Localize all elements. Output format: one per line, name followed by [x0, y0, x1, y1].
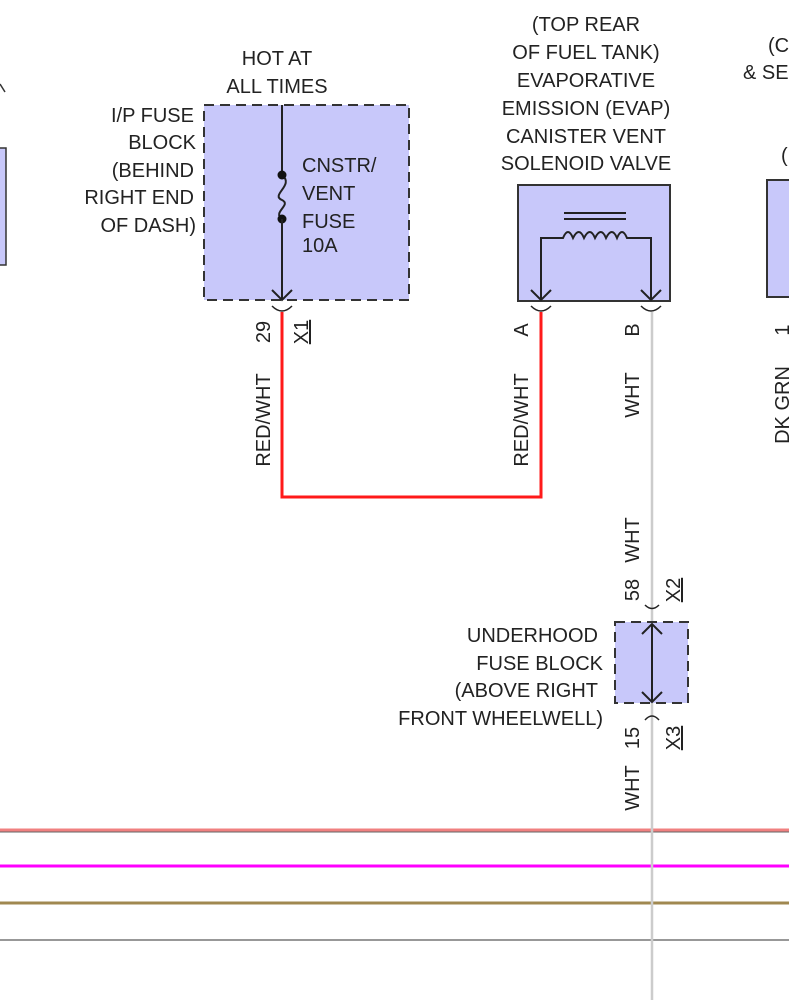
component-label: & SE — [743, 62, 789, 84]
component-label: FUSE BLOCK — [476, 653, 603, 675]
location-label: (BEHIND — [112, 160, 194, 182]
component-label: OF FUEL TANK) — [512, 42, 659, 64]
component-label: EVAPORATIVE — [517, 70, 655, 92]
connector-id: X2 — [663, 578, 685, 602]
component-label: (TOP REAR — [532, 14, 640, 36]
component-label: (ABOVE RIGHT — [455, 680, 598, 702]
ip-fuse-block-box — [203, 104, 410, 301]
location-label: BLOCK — [128, 132, 196, 154]
wire-color-label: WHT — [622, 765, 644, 811]
terminal-arrow-icon — [530, 289, 662, 302]
connector-id: X3 — [663, 726, 685, 750]
wire-color-label: RED/WHT — [511, 373, 533, 466]
wire-color-label: DK GRN — [772, 366, 789, 444]
pin-number: 58 — [622, 579, 644, 601]
supply-label-2: ALL TIMES — [226, 76, 327, 98]
component-label: (C — [768, 35, 789, 57]
pin-a: A — [511, 323, 533, 337]
fuse-label: CNSTR/ — [302, 155, 377, 177]
component-label: EMISSION (EVAP) — [502, 98, 671, 120]
ip-fuse-block: HOT AT ALL TIMES I/P FUSE BLOCK (BEHIND … — [84, 48, 410, 467]
right-partial-component: (C & SE ( 1 DK GRN — [743, 35, 789, 444]
fuse-label: VENT — [302, 183, 355, 205]
terminal-arrow-icon — [271, 289, 293, 302]
pin-number: 15 — [622, 727, 644, 749]
connector-icon — [644, 604, 660, 721]
underhood-fuse-block: UNDERHOOD FUSE BLOCK (ABOVE RIGHT FRONT … — [398, 517, 689, 811]
component-label: CANISTER VENT — [506, 126, 666, 148]
pin-number: 1 — [772, 324, 789, 335]
wire-color-label: WHT — [622, 372, 644, 418]
location-label: OF DASH) — [100, 215, 196, 237]
fuse-label: FUSE — [302, 211, 355, 233]
fuse-label: 10A — [302, 235, 338, 257]
wire-color-label: RED/WHT — [253, 373, 275, 466]
component-label: ( — [781, 145, 788, 167]
red-wht-wire — [280, 312, 543, 499]
connector-icon — [530, 305, 662, 312]
wire-color-label: WHT — [622, 517, 644, 563]
left-partial-component — [0, 147, 7, 266]
component-label: UNDERHOOD — [467, 625, 598, 647]
fuse-icon — [277, 174, 287, 220]
supply-label-1: HOT AT — [242, 48, 312, 70]
terminal-arrow-icon — [641, 622, 663, 704]
connector-icon — [271, 305, 293, 312]
left-partial-mark — [0, 83, 6, 93]
solenoid-box — [517, 184, 671, 302]
coil-icon — [540, 231, 652, 300]
location-label: I/P FUSE — [111, 105, 194, 127]
pin-number: 29 — [253, 321, 275, 343]
evap-canister-vent-solenoid: (TOP REAR OF FUEL TANK) EVAPORATIVE EMIS… — [501, 14, 671, 467]
component-label: SOLENOID VALVE — [501, 153, 671, 175]
pin-b: B — [622, 323, 644, 336]
location-label: RIGHT END — [84, 187, 194, 209]
connector-id: X1 — [291, 320, 313, 344]
component-label: FRONT WHEELWELL) — [398, 708, 603, 730]
